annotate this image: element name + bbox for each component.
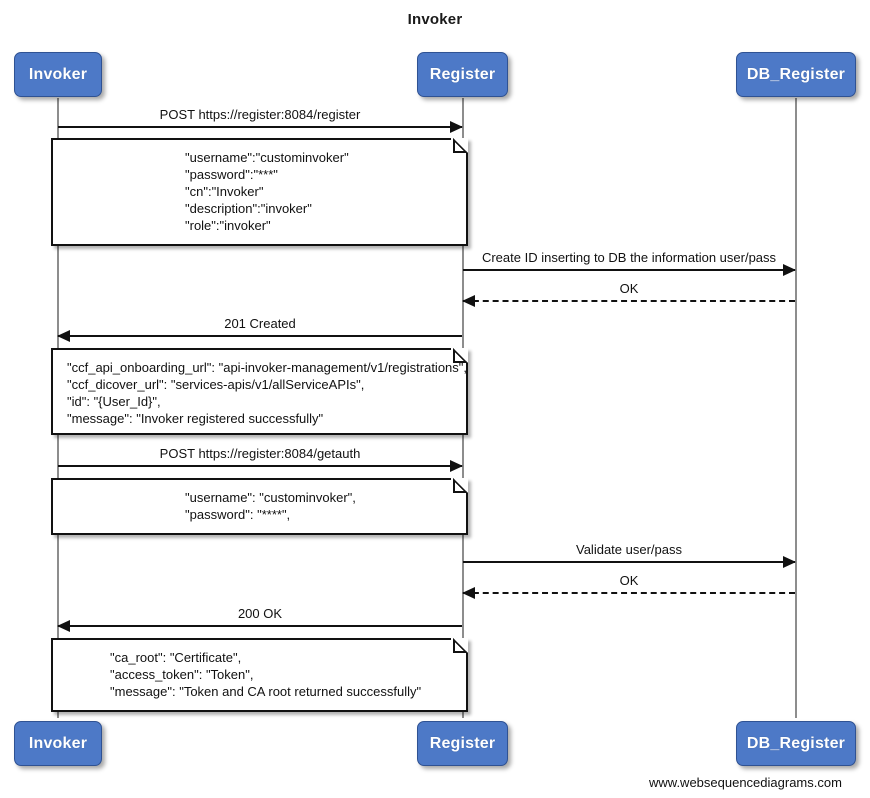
- note-line: "ccf_api_onboarding_url": "api-invoker-m…: [67, 360, 468, 375]
- note-line: "cn":"Invoker": [185, 184, 264, 199]
- message-label: POST https://register:8084/register: [159, 107, 361, 122]
- message-label: OK: [619, 281, 639, 296]
- note-register-response-body: "ccf_api_onboarding_url": "api-invoker-m…: [51, 348, 468, 435]
- actor-register-top[interactable]: Register: [417, 52, 508, 97]
- arrowhead-left-icon: [462, 295, 475, 307]
- message-line: [463, 269, 795, 271]
- message-label: 201 Created: [224, 316, 296, 331]
- message-label: Validate user/pass: [576, 542, 682, 557]
- actor-invoker-bottom[interactable]: Invoker: [14, 721, 102, 766]
- actor-label: Register: [429, 734, 496, 752]
- message-label: POST https://register:8084/getauth: [159, 446, 361, 461]
- note-line: "message": "Token and CA root returned s…: [110, 684, 422, 699]
- actor-label: DB_Register: [746, 734, 846, 752]
- message-line: [58, 465, 462, 467]
- message-line: [58, 126, 462, 128]
- note-line: "password":"***": [185, 167, 278, 182]
- actor-label: DB_Register: [746, 65, 846, 83]
- actor-label: Invoker: [28, 65, 88, 83]
- actor-db-register-bottom[interactable]: DB_Register: [736, 721, 856, 766]
- actor-label: Invoker: [28, 734, 88, 752]
- note-line: "username": "custominvoker",: [185, 490, 356, 505]
- note-fold-icon: [451, 138, 468, 153]
- note-line: "ccf_dicover_url": "services-apis/v1/all…: [67, 377, 365, 392]
- note-line: "role":"invoker": [185, 218, 271, 233]
- watermark-footer: www.websequencediagrams.com: [649, 775, 842, 790]
- arrowhead-left-icon: [462, 587, 475, 599]
- note-line: "access_token": "Token",: [110, 667, 254, 682]
- page-title: Invoker: [407, 11, 463, 28]
- arrowhead-left-icon: [57, 620, 70, 632]
- actor-db-register-top[interactable]: DB_Register: [736, 52, 856, 97]
- message-line: [58, 335, 462, 337]
- message-label: Create ID inserting to DB the informatio…: [481, 250, 777, 265]
- note-fold-icon: [451, 348, 468, 363]
- note-line: "message": "Invoker registered successfu…: [67, 411, 324, 426]
- note-getauth-response-body: "ca_root": "Certificate", "access_token"…: [51, 638, 468, 712]
- arrowhead-right-icon: [783, 264, 796, 276]
- note-line: "password": "****",: [185, 507, 291, 522]
- arrowhead-right-icon: [450, 121, 463, 133]
- message-label: 200 OK: [237, 606, 283, 621]
- lifeline-db-register: [795, 98, 797, 718]
- note-getauth-request-body: "username": "custominvoker", "password":…: [51, 478, 468, 535]
- message-line: [58, 625, 462, 627]
- note-line: "id": "{User_Id}",: [67, 394, 161, 409]
- note-line: "ca_root": "Certificate",: [110, 650, 242, 665]
- actor-register-bottom[interactable]: Register: [417, 721, 508, 766]
- note-fold-icon: [451, 478, 468, 493]
- message-line: [463, 561, 795, 563]
- message-line: [463, 300, 795, 302]
- actor-invoker-top[interactable]: Invoker: [14, 52, 102, 97]
- actor-label: Register: [429, 65, 496, 83]
- note-line: "username":"custominvoker": [185, 150, 349, 165]
- note-fold-icon: [451, 638, 468, 653]
- arrowhead-right-icon: [783, 556, 796, 568]
- message-label: OK: [619, 573, 639, 588]
- message-line: [463, 592, 795, 594]
- arrowhead-right-icon: [450, 460, 463, 472]
- arrowhead-left-icon: [57, 330, 70, 342]
- note-line: "description":"invoker": [185, 201, 312, 216]
- note-register-request-body: "username":"custominvoker" "password":"*…: [51, 138, 468, 246]
